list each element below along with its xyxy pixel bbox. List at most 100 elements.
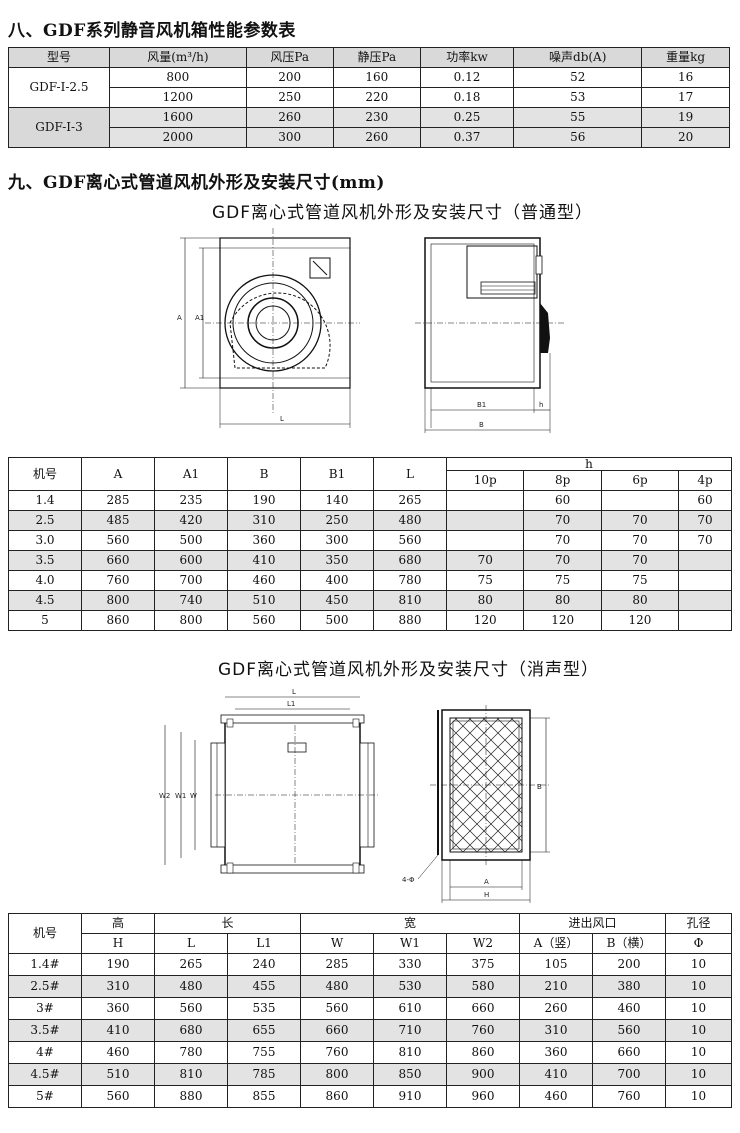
table-cell: 700 [154, 570, 228, 591]
table-cell: 410 [519, 1063, 593, 1086]
cell: 55 [513, 107, 643, 128]
table-cell: 330 [373, 953, 447, 976]
th-10p: 10p [445, 470, 525, 491]
table-cell: 660 [592, 1041, 666, 1064]
th-a: A [81, 457, 155, 491]
table-cell: 460 [227, 570, 301, 591]
table-cell: 480 [373, 510, 447, 531]
cell: 260 [332, 127, 421, 148]
dim-l-label: L [280, 415, 284, 423]
table-cell: 75 [445, 570, 525, 591]
table-cell: 265 [154, 953, 228, 976]
table-cell: 800 [154, 610, 228, 631]
th-noise: 噪声db(A) [513, 47, 643, 68]
table-cell: 810 [154, 1063, 228, 1086]
table-cell: 460 [519, 1085, 593, 1108]
th-hole-dia: 孔径 [665, 913, 732, 934]
table-cell: 660 [300, 1019, 374, 1042]
table-cell: 1.4# [8, 953, 82, 976]
table-cell: 900 [446, 1063, 520, 1086]
table-cell: 785 [227, 1063, 301, 1086]
table-cell: 210 [519, 975, 593, 998]
th-w: W [300, 933, 374, 954]
table-cell: 500 [300, 610, 374, 631]
table-cell: 655 [227, 1019, 301, 1042]
th-airflow: 风量(m³/h) [109, 47, 247, 68]
table-cell: 380 [592, 975, 666, 998]
table-cell: 860 [300, 1085, 374, 1108]
table-cell: 485 [81, 510, 155, 531]
normal-side-view-diagram: B1 h B [415, 237, 565, 433]
table-cell: 560 [81, 1085, 155, 1108]
table-cell: 120 [600, 610, 680, 631]
caption-normal: GDF离心式管道风机外形及安装尺寸（普通型） [212, 203, 594, 223]
th-b1: B1 [300, 457, 374, 491]
table-cell: 10 [665, 1019, 732, 1042]
table-cell: 850 [373, 1063, 447, 1086]
table-cell: 2.5 [8, 510, 82, 531]
table-cell: 3.5 [8, 550, 82, 571]
hole-label: 4-Φ [402, 876, 415, 884]
table-cell: 1.4 [8, 490, 82, 511]
cell: 0.12 [419, 67, 515, 88]
table-header-row: 型号 风量(m³/h) 风压Pa 静压Pa 功率kw 噪声db(A) 重量kg [8, 47, 730, 68]
table-cell: 260 [519, 997, 593, 1020]
th-b: B [227, 457, 301, 491]
table-cell: 420 [154, 510, 228, 531]
table-cell: 610 [373, 997, 447, 1020]
table-cell: 3.5# [8, 1019, 82, 1042]
table-cell: 480 [154, 975, 228, 998]
silent-side-view-diagram: B A H 4-Φ [402, 705, 550, 903]
table-cell: 810 [373, 590, 447, 611]
cell: 0.37 [419, 127, 515, 148]
table-cell: 4.5# [8, 1063, 82, 1086]
table-cell [445, 530, 525, 551]
table-cell: 680 [373, 550, 447, 571]
table-cell: 70 [600, 530, 680, 551]
th-static-pressure: 静压Pa [332, 47, 421, 68]
th-a-vertical: A（竖） [519, 933, 593, 954]
table-cell: 10 [665, 1041, 732, 1064]
table-cell: 10 [665, 997, 732, 1020]
th-pressure: 风压Pa [245, 47, 334, 68]
th-l: L [154, 933, 228, 954]
table-cell: 455 [227, 975, 301, 998]
cell: 1600 [109, 107, 247, 128]
th-h: h [446, 457, 732, 471]
model-cell: GDF-I-3 [8, 107, 110, 148]
th-a1: A1 [154, 457, 228, 491]
table-cell: 310 [519, 1019, 593, 1042]
table-cell: 60 [523, 490, 602, 511]
table-cell: 710 [373, 1019, 447, 1042]
cell: 260 [245, 107, 334, 128]
cell: 20 [641, 127, 730, 148]
table-cell: 240 [227, 953, 301, 976]
table-cell: 80 [600, 590, 680, 611]
table-cell: 70 [600, 550, 680, 571]
model-cell: GDF-I-2.5 [8, 67, 110, 108]
table-cell: 780 [373, 570, 447, 591]
table-cell: 70 [678, 530, 732, 551]
th-l: L [373, 457, 447, 491]
table-cell: 800 [300, 1063, 374, 1086]
table-cell: 535 [227, 997, 301, 1020]
th-width: 宽 [300, 913, 520, 934]
table-cell: 760 [300, 1041, 374, 1064]
table-cell: 660 [446, 997, 520, 1020]
table-cell: 510 [81, 1063, 155, 1086]
table-cell: 460 [81, 1041, 155, 1064]
th-model: 型号 [8, 47, 110, 68]
th-length: 长 [154, 913, 301, 934]
table-cell: 5 [8, 610, 82, 631]
table-cell: 960 [446, 1085, 520, 1108]
table-cell: 810 [373, 1041, 447, 1064]
table-cell: 3.0 [8, 530, 82, 551]
th-b-horizontal: B（横） [592, 933, 666, 954]
table-cell: 360 [227, 530, 301, 551]
table-cell: 480 [300, 975, 374, 998]
cell: 0.25 [419, 107, 515, 128]
